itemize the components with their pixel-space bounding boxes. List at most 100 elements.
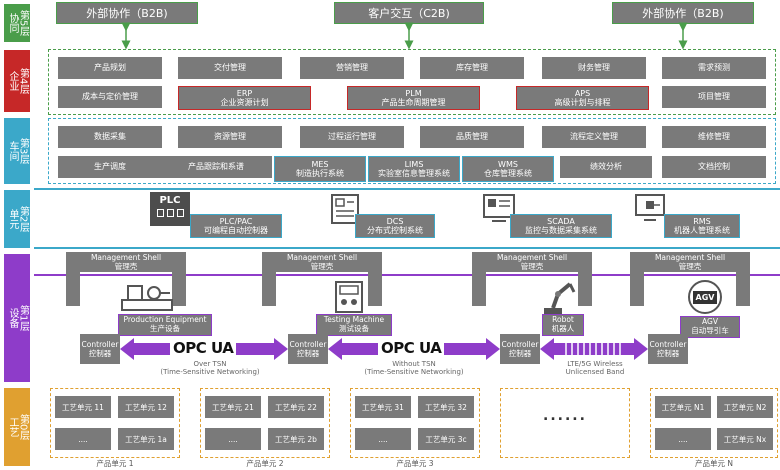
controller-2: Controller 控制器 — [288, 334, 328, 364]
process-cell-n1: 工艺单元 N1 — [655, 396, 711, 418]
enterprise-zone — [48, 49, 776, 115]
workshop-doc: 文档控制 — [662, 156, 766, 178]
process-cell-1-more: .... — [55, 428, 111, 450]
opc-ua-logo-2: OPC UA — [378, 339, 445, 357]
management-shell-4: Management Shell 管理壳 — [630, 252, 750, 272]
product-unit-2-label: 产品单元 2 — [246, 459, 284, 468]
workshop-mes: MES 制造执行系统 — [274, 156, 366, 182]
mshell-3-leg-right — [578, 272, 592, 306]
agv-icon: AGV — [688, 280, 722, 314]
workshop-resource: 资源管理 — [178, 126, 282, 148]
without-tsn-note: Without TSN (Time-Sensitive Networking) — [364, 360, 464, 377]
mshell-1-leg-left — [66, 272, 80, 306]
mshell-1-leg-right — [172, 272, 186, 306]
layer4-label: 第4层 企业 — [4, 50, 30, 112]
layer0-label: 第0层 工艺 — [4, 388, 30, 466]
workshop-perf: 绩效分析 — [560, 156, 652, 178]
scada-icon — [483, 194, 515, 222]
unit-rms: RMS 机器人管理系统 — [664, 214, 740, 238]
enterprise-project: 项目管理 — [662, 86, 766, 108]
product-unit-2 — [200, 388, 330, 458]
testing-machine-label: Testing Machine 测试设备 — [316, 314, 392, 336]
process-cell-11: 工艺单元 11 — [55, 396, 111, 418]
process-cell-3-more: .... — [355, 428, 411, 450]
enterprise-marketing: 营销管理 — [300, 57, 404, 79]
agv-label: AGV 自动导引车 — [680, 316, 740, 338]
layer2-bottom-line — [34, 247, 780, 249]
collab-b2b-right: 外部协作（B2B) — [612, 2, 754, 24]
unit-plc-pac: PLC/PAC 可编程自动控制器 — [190, 214, 282, 238]
enterprise-delivery: 交付管理 — [178, 57, 282, 79]
mshell-4-leg-left — [630, 272, 644, 306]
workshop-flow-def: 流程定义管理 — [542, 126, 646, 148]
process-cell-12: 工艺单元 12 — [118, 396, 174, 418]
enterprise-cost-pricing: 成本与定价管理 — [58, 86, 162, 108]
product-unit-1 — [50, 388, 180, 458]
collab-arrows — [121, 22, 688, 50]
workshop-data-acq: 数据采集 — [58, 126, 162, 148]
over-tsn-note: Over TSN (Time-Sensitive Networking) — [160, 360, 260, 377]
unit-dcs: DCS 分布式控制系统 — [355, 214, 435, 238]
process-cell-2-more: .... — [205, 428, 261, 450]
device-bus-line — [34, 274, 780, 276]
mshell-2-leg-right — [368, 272, 382, 306]
mshell-3-leg-left — [472, 272, 486, 306]
product-unit-3 — [350, 388, 480, 458]
mshell-4-leg-right — [736, 272, 750, 306]
product-unit-1-label: 产品单元 1 — [96, 459, 134, 468]
workshop-quality: 品质管理 — [420, 126, 524, 148]
opc-ua-logo-1: OPC UA — [170, 339, 237, 357]
enterprise-inventory: 库存管理 — [420, 57, 524, 79]
layer2-label: 第2层 单元 — [4, 190, 30, 248]
dcs-icon — [331, 194, 359, 224]
process-cell-3c: 工艺单元 3c — [418, 428, 474, 450]
controller-1: Controller 控制器 — [80, 334, 120, 364]
workshop-lims: LIMS 实验室信息管理系统 — [368, 156, 460, 182]
process-cell-2b: 工艺单元 2b — [268, 428, 324, 450]
process-cell-21: 工艺单元 21 — [205, 396, 261, 418]
robot-icon — [544, 282, 576, 314]
enterprise-finance: 财务管理 — [542, 57, 646, 79]
process-cell-31: 工艺单元 31 — [355, 396, 411, 418]
controller-3: Controller 控制器 — [500, 334, 540, 364]
process-cell-1a: 工艺单元 1a — [118, 428, 174, 450]
management-shell-1: Management Shell 管理壳 — [66, 252, 186, 272]
process-cell-22: 工艺单元 22 — [268, 396, 324, 418]
workshop-process-run: 过程运行管理 — [300, 126, 404, 148]
workshop-maintenance: 维修管理 — [662, 126, 766, 148]
plc-icon-text: PLC — [159, 195, 181, 206]
workshop-zone — [48, 118, 776, 184]
layer3-label: 第3层 车间 — [4, 118, 30, 184]
controller-4: Controller 控制器 — [648, 334, 688, 364]
product-unit-ellipsis-text: ...... — [543, 408, 587, 424]
enterprise-demand: 需求预测 — [662, 57, 766, 79]
workshop-tracking: 产品跟踪和系谱 — [160, 156, 272, 178]
process-cell-nx: 工艺单元 Nx — [717, 428, 773, 450]
layer1-label: 第1层 设备 — [4, 254, 30, 382]
unit-scada: SCADA 监控与数据采集系统 — [510, 214, 612, 238]
collab-c2b: 客户交互（C2B) — [334, 2, 484, 24]
process-cell-n2: 工艺单元 N2 — [717, 396, 773, 418]
enterprise-aps: APS 高级计划与排程 — [516, 86, 649, 110]
agv-icon-text: AGV — [692, 290, 718, 304]
product-unit-ellipsis — [500, 388, 630, 458]
enterprise-plm: PLM 产品生命周期管理 — [347, 86, 480, 110]
rms-icon — [635, 194, 665, 221]
production-equipment-icon — [121, 285, 173, 311]
enterprise-product-planning: 产品规划 — [58, 57, 162, 79]
testing-machine-icon — [335, 281, 363, 313]
process-cell-32: 工艺单元 32 — [418, 396, 474, 418]
management-shell-2: Management Shell 管理壳 — [262, 252, 382, 272]
layer5-label: 第5层 协同 — [4, 4, 30, 42]
layer2-top-line — [34, 188, 780, 190]
product-unit-3-label: 产品单元 3 — [396, 459, 434, 468]
process-cell-n-more: .... — [655, 428, 711, 450]
lte-note: LTE/5G Wireless Unlicensed Band — [565, 360, 625, 377]
workshop-wms: WMS 仓库管理系统 — [462, 156, 554, 182]
enterprise-erp: ERP 企业资源计划 — [178, 86, 311, 110]
product-unit-n-label: 产品单元 N — [695, 459, 733, 468]
management-shell-3: Management Shell 管理壳 — [472, 252, 592, 272]
mshell-2-leg-left — [262, 272, 276, 306]
robot-label: Robot 机器人 — [542, 314, 584, 336]
workshop-scheduling: 生产调度 — [58, 156, 162, 178]
